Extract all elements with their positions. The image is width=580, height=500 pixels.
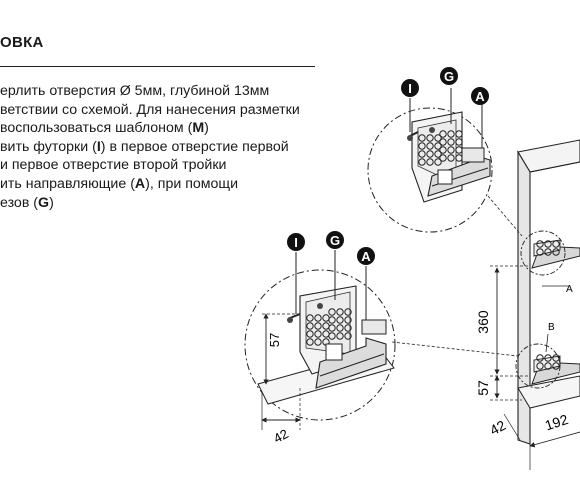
svg-text:I: I: [408, 81, 412, 96]
svg-text:G: G: [444, 69, 454, 84]
callout-runner-lower: A: [357, 247, 375, 265]
section-title: ОВКА: [0, 34, 44, 51]
dim-hole-height: 57: [267, 333, 282, 347]
callout-insert-upper: I: [401, 79, 419, 97]
svg-text:A: A: [475, 89, 485, 104]
instruction-line-7: езов (G): [0, 194, 54, 211]
dim-edge-offset-left: 42: [271, 426, 291, 446]
cabinet-drawing: [391, 139, 580, 470]
instruction-line-2: ветствии со схемой. Для нанесения размет…: [0, 101, 300, 118]
svg-text:A: A: [361, 249, 371, 264]
instruction-line-3: воспользоваться шаблоном (M): [0, 120, 209, 137]
callout-runner-upper: A: [471, 87, 489, 105]
instruction-list: ерлить отверстия Ø 5мм, глубиной 13мм ве…: [0, 82, 345, 212]
instruction-line-4: вить футорки (I) в первое отверстие перв…: [0, 138, 289, 155]
instruction-line-6: ить направляющие (A), при помощи: [0, 175, 239, 192]
instruction-line-5: и первое отверстие второй тройки: [0, 157, 227, 174]
instruction-line-1: ерлить отверстия Ø 5мм, глубиной 13мм: [0, 83, 270, 99]
callout-screw-lower: G: [326, 231, 344, 249]
marker-a: A: [566, 284, 573, 295]
svg-text:G: G: [330, 233, 340, 248]
dim-depth: 192: [543, 411, 570, 434]
detail-view-upper: [367, 88, 493, 233]
dim-bottom-offset: 57: [475, 380, 491, 396]
callout-insert-lower: I: [287, 233, 305, 251]
detail-view-lower: [244, 250, 396, 430]
marker-b: B: [548, 322, 555, 333]
svg-text:I: I: [294, 235, 298, 250]
dim-edge-offset-right: 42: [487, 417, 508, 439]
title-underline: [0, 66, 315, 67]
dim-runner-spacing: 360: [475, 310, 491, 334]
callout-screw-upper: G: [440, 67, 458, 85]
